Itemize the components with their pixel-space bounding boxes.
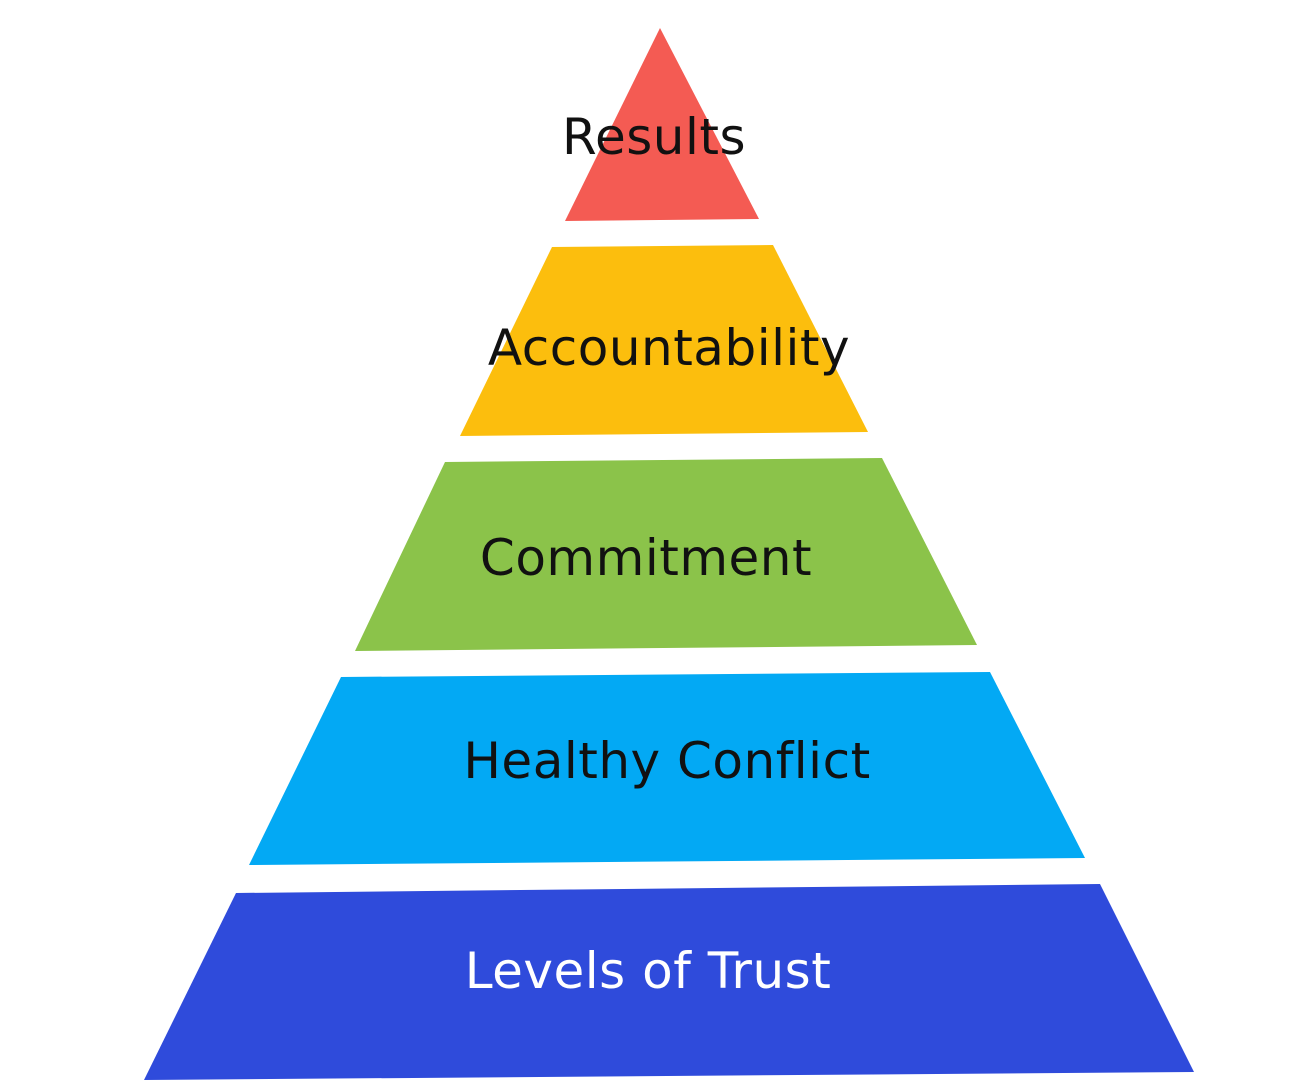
layer-commitment-label: Commitment: [479, 529, 813, 587]
layer-results-label: Results: [561, 108, 747, 166]
layer-levels-of-trust-shape: [144, 884, 1194, 1080]
layer-accountability-shape: [460, 245, 868, 436]
layer-levels-of-trust-label: Levels of Trust: [464, 942, 832, 1000]
layer-results-shape: [565, 28, 759, 221]
layer-commitment-shape: [355, 458, 977, 651]
layer-healthy-conflict-shape: [249, 672, 1085, 865]
layer-healthy-conflict-label: Healthy Conflict: [463, 732, 871, 790]
layer-accountability-label: Accountability: [487, 319, 851, 377]
